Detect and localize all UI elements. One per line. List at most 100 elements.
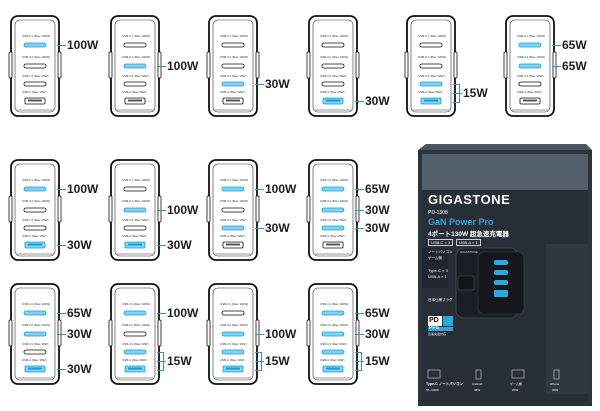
wattage-label: 65W — [365, 182, 390, 196]
connector-line — [255, 333, 264, 335]
wattage-label: 65W — [67, 306, 92, 320]
port-label-usba: USB-A (Max 30W) — [122, 358, 147, 362]
device-game: ゲーム機 — [510, 382, 522, 386]
port-label-usbc1: USB-C1 (Max 100W) — [320, 302, 349, 306]
wattage-label: 65W — [365, 306, 390, 320]
port-label-usbc1: USB-C1 (Max 100W) — [220, 178, 249, 182]
package-product-name: GaN Power Pro — [428, 217, 494, 227]
connector-line — [453, 92, 462, 94]
port-usbc3 — [123, 225, 147, 231]
device-android: Android — [472, 382, 483, 386]
charger-diagram: USB-C1 (Max 100W)USB-C2 (Max 100W)USB-C3… — [404, 12, 458, 120]
badge-pps: PPS — [429, 325, 440, 331]
charger-diagram: USB-C1 (Max 100W)USB-C2 (Max 100W)USB-C3… — [108, 156, 162, 264]
port-usbc1 — [221, 186, 245, 192]
connector-line — [552, 65, 561, 67]
port-label-usbc3: USB-C3 (Max 30W) — [517, 74, 544, 78]
port-label-usbc2: USB-C2 (Max 100W) — [122, 55, 151, 59]
wattage-label: 30W — [365, 203, 390, 217]
port-label-usbc2: USB-C2 (Max 100W) — [220, 199, 249, 203]
port-label-usbc3: USB-C3 (Max 30W) — [320, 342, 347, 346]
charger-diagram: USB-C1 (Max 100W) USB-C2 (Max 100W) USB-C3… — [306, 12, 360, 120]
port-usbc2 — [123, 63, 147, 69]
port-label-usbc3: USB-C3 (Max 30W) — [22, 218, 49, 222]
wattage-label: 15W — [463, 86, 488, 100]
charger-outline-icon — [8, 283, 62, 385]
port-usbc1 — [221, 42, 245, 48]
port-label-usbc2: USB-C2 (Max 100W) — [517, 55, 546, 59]
connector-line — [57, 312, 66, 314]
port-usbc1 — [123, 42, 147, 48]
package-side-caption-2: ゲーム機 — [428, 256, 442, 260]
port-usbc1 — [321, 186, 345, 192]
port-usbc2 — [221, 331, 245, 337]
charger-outline-icon — [108, 283, 162, 385]
port-label-usbc3: USB-C3 (Max 30W) — [320, 74, 347, 78]
port-label-usbc3: USB-C3 (Max 30W) — [22, 74, 49, 78]
port-usbc1 — [419, 42, 443, 48]
package-brand: GIGASTONE — [428, 192, 511, 207]
port-label-usbc2: USB-C2 (Max 100W) — [320, 55, 349, 59]
connector-line — [57, 44, 66, 46]
port-label-usbc1: USB-C1 (Max 100W) — [122, 302, 151, 306]
wattage-label: 30W — [365, 94, 390, 108]
port-label-usbc3: USB-C3 (Max 30W) — [122, 218, 149, 222]
port-label-usba: USB-A (Max 30W) — [22, 234, 47, 238]
charger-diagram: USB-C1 (Max 100W)USB-C2 (Max 100W)USB-C3… — [206, 280, 260, 388]
port-label-usbc1: USB-C1 (Max 100W) — [418, 34, 447, 38]
wattage-label: 100W — [167, 306, 199, 320]
connector-line — [157, 312, 166, 314]
port-usbc1 — [321, 310, 345, 316]
port-usbc1 — [123, 310, 147, 316]
connector-line — [255, 83, 264, 85]
port-usbc1 — [23, 42, 47, 48]
port-usbc2 — [321, 63, 345, 69]
port-usbc2 — [23, 207, 47, 213]
port-usbc2 — [23, 331, 47, 337]
wattage-label: 30W — [265, 221, 290, 235]
wattage-label: 15W — [167, 354, 192, 368]
port-label-usbc1: USB-C1 (Max 100W) — [122, 34, 151, 38]
badge-sub: 急速充電対応 — [428, 332, 447, 336]
port-usbc2 — [123, 207, 147, 213]
device-android-watt: 45W — [474, 388, 481, 392]
wattage-label: 30W — [67, 362, 92, 376]
package-side-caption-1: ノートパソコン — [428, 250, 453, 254]
package-bottom-sub: 65~100W — [426, 388, 439, 392]
port-usbc2 — [321, 331, 345, 337]
charger-outline-icon — [108, 15, 162, 117]
charger-diagram: USB-C1 (Max 100W)USB-C2 (Max 100W)USB-C3… — [8, 280, 62, 388]
charger-diagram: USB-C1 (Max 100W)USB-C2 (Max 100W)USB-C3… — [8, 156, 62, 264]
port-label-usbc1: USB-C1 (Max 100W) — [220, 34, 249, 38]
port-usbc3 — [23, 81, 47, 87]
product-package: GIGASTONE PD-1308 GaN Power Pro 4ポート130W… — [418, 144, 592, 406]
port-label-usbc3: USB-C3 (Max 30W) — [122, 74, 149, 78]
package-subtitle: 4ポート130W 超急速充電器 — [428, 231, 509, 238]
port-label-usbc2: USB-C2 (Max 100W) — [220, 323, 249, 327]
port-usbc2 — [23, 63, 47, 69]
port-label-usba: USB-A (Max 30W) — [220, 90, 245, 94]
connector-line — [255, 188, 264, 190]
port-label-usbc1: USB-C1 (Max 100W) — [22, 34, 51, 38]
wattage-label: 65W — [562, 59, 587, 73]
port-usbc3 — [221, 349, 245, 355]
port-label-usbc3: USB-C3 (Max 30W) — [418, 74, 445, 78]
port-usbc3 — [321, 349, 345, 355]
port-usbc3 — [123, 349, 147, 355]
charger-outline-icon — [503, 15, 557, 117]
port-usbc3 — [321, 81, 345, 87]
wattage-label: 30W — [265, 77, 290, 91]
port-label-usba: USB-A (Max 30W) — [220, 234, 245, 238]
wattage-label: 100W — [167, 203, 199, 217]
port-usbc3 — [321, 225, 345, 231]
port-label-usba: USB-A (Max 30W) — [320, 234, 345, 238]
connector-line — [157, 244, 166, 246]
charger-diagram: USB-C1 (Max 100W)USB-C2 (Max 100W)USB-C3… — [206, 12, 260, 120]
wattage-label: 65W — [562, 38, 587, 52]
port-label-usbc1: USB-C1 (Max 100W) — [320, 34, 349, 38]
device-iphone-watt: 30W — [552, 388, 559, 392]
charger-outline-icon — [306, 283, 360, 385]
port-usbc3 — [23, 349, 47, 355]
port-usbc3 — [123, 81, 147, 87]
port-label-usbc2: USB-C2 (Max 100W) — [22, 323, 51, 327]
